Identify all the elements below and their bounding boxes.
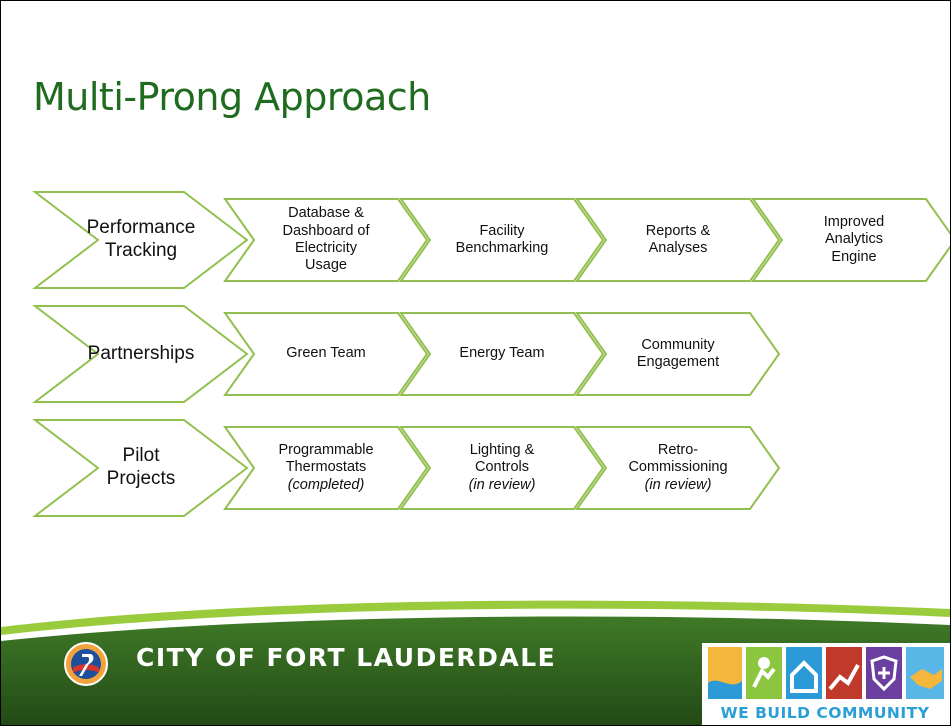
- category-chevron-r3: Pilot Projects: [32, 419, 249, 517]
- leaf-person-icon: [746, 647, 782, 699]
- step-chevron-r3-3-label: Retro-Commissioning(in review): [608, 426, 748, 510]
- step-chevron-r1-1-line: Electricity: [294, 240, 358, 256]
- sun-waves-icon: [708, 647, 742, 699]
- category-chevron-r1-line: Performance: [86, 217, 196, 239]
- step-chevron-r3-2-label: Lighting &Controls(in review): [432, 426, 572, 510]
- step-chevron-r1-4-line: Analytics: [824, 231, 884, 248]
- step-chevron-r2-2: Energy Team: [399, 312, 605, 396]
- category-chevron-r2: Partnerships: [32, 305, 249, 403]
- step-chevron-r2-3-line: Engagement: [636, 354, 720, 370]
- shield-plus-icon: [866, 647, 902, 699]
- step-chevron-r3-2-line: Controls: [475, 459, 529, 476]
- step-chevron-r3-3: Retro-Commissioning(in review): [575, 426, 781, 510]
- step-chevron-r3-3-line: Commissioning: [628, 459, 728, 476]
- step-chevron-r3-1-line: Thermostats: [285, 459, 367, 476]
- step-chevron-r3-1-status: (completed): [287, 476, 365, 493]
- step-chevron-r3-2: Lighting &Controls(in review): [399, 426, 605, 510]
- city-seal-icon: [64, 642, 108, 686]
- chart-line-icon: [826, 647, 862, 699]
- step-chevron-r3-2-status: (in review): [468, 476, 536, 493]
- handshake-icon: [906, 647, 944, 699]
- step-chevron-r1-3-label: Reports &Analyses: [608, 198, 748, 282]
- footer-band: [1, 600, 950, 725]
- step-chevron-r2-1-label: Green Team: [256, 312, 396, 396]
- category-chevron-r2-line: Partnerships: [87, 342, 195, 364]
- step-chevron-r1-3-line: Reports &: [645, 222, 711, 239]
- step-chevron-r2-1-line: Green Team: [286, 345, 366, 362]
- step-chevron-r1-1-line: Database &: [288, 205, 364, 222]
- step-chevron-r2-2-line: Energy Team: [459, 345, 545, 362]
- step-chevron-r3-2-line: Lighting &: [469, 441, 535, 458]
- footer-tagline: WE BUILD COMMUNITY: [720, 704, 930, 722]
- footer-city-name: CITY OF FORT LAUDERDALE: [136, 643, 557, 672]
- step-chevron-r3-1-line: Programmable: [278, 441, 374, 458]
- step-chevron-r2-1: Green Team: [223, 312, 429, 396]
- step-chevron-r1-3: Reports &Analyses: [575, 198, 781, 282]
- slide-title: Multi-Prong Approach: [33, 75, 431, 119]
- category-chevron-r1-line: Tracking: [104, 240, 178, 261]
- category-chevron-r3-line: Pilot Projects: [106, 445, 176, 489]
- we-build-community-logo: [702, 643, 950, 725]
- step-chevron-r1-4-line: Improved: [823, 213, 885, 230]
- step-chevron-r1-3-line: Analyses: [648, 240, 708, 256]
- house-icon: [786, 647, 822, 699]
- category-chevron-r2-label: Partnerships: [88, 305, 195, 403]
- step-chevron-r3-3-line: Retro-: [657, 441, 699, 458]
- step-chevron-r2-3-line: Community: [641, 336, 715, 353]
- step-chevron-r2-2-label: Energy Team: [432, 312, 572, 396]
- category-chevron-r3-label: Pilot Projects: [100, 419, 182, 517]
- step-chevron-r1-4-line: Engine: [831, 248, 877, 265]
- step-chevron-r3-3-status: (in review): [644, 476, 712, 493]
- step-chevron-r1-2-line: Benchmarking: [455, 240, 549, 256]
- step-chevron-r1-1-line: Dashboard of: [282, 222, 370, 239]
- step-chevron-r1-1-line: Usage: [305, 257, 347, 274]
- step-chevron-r1-2-line: Facility: [479, 222, 525, 239]
